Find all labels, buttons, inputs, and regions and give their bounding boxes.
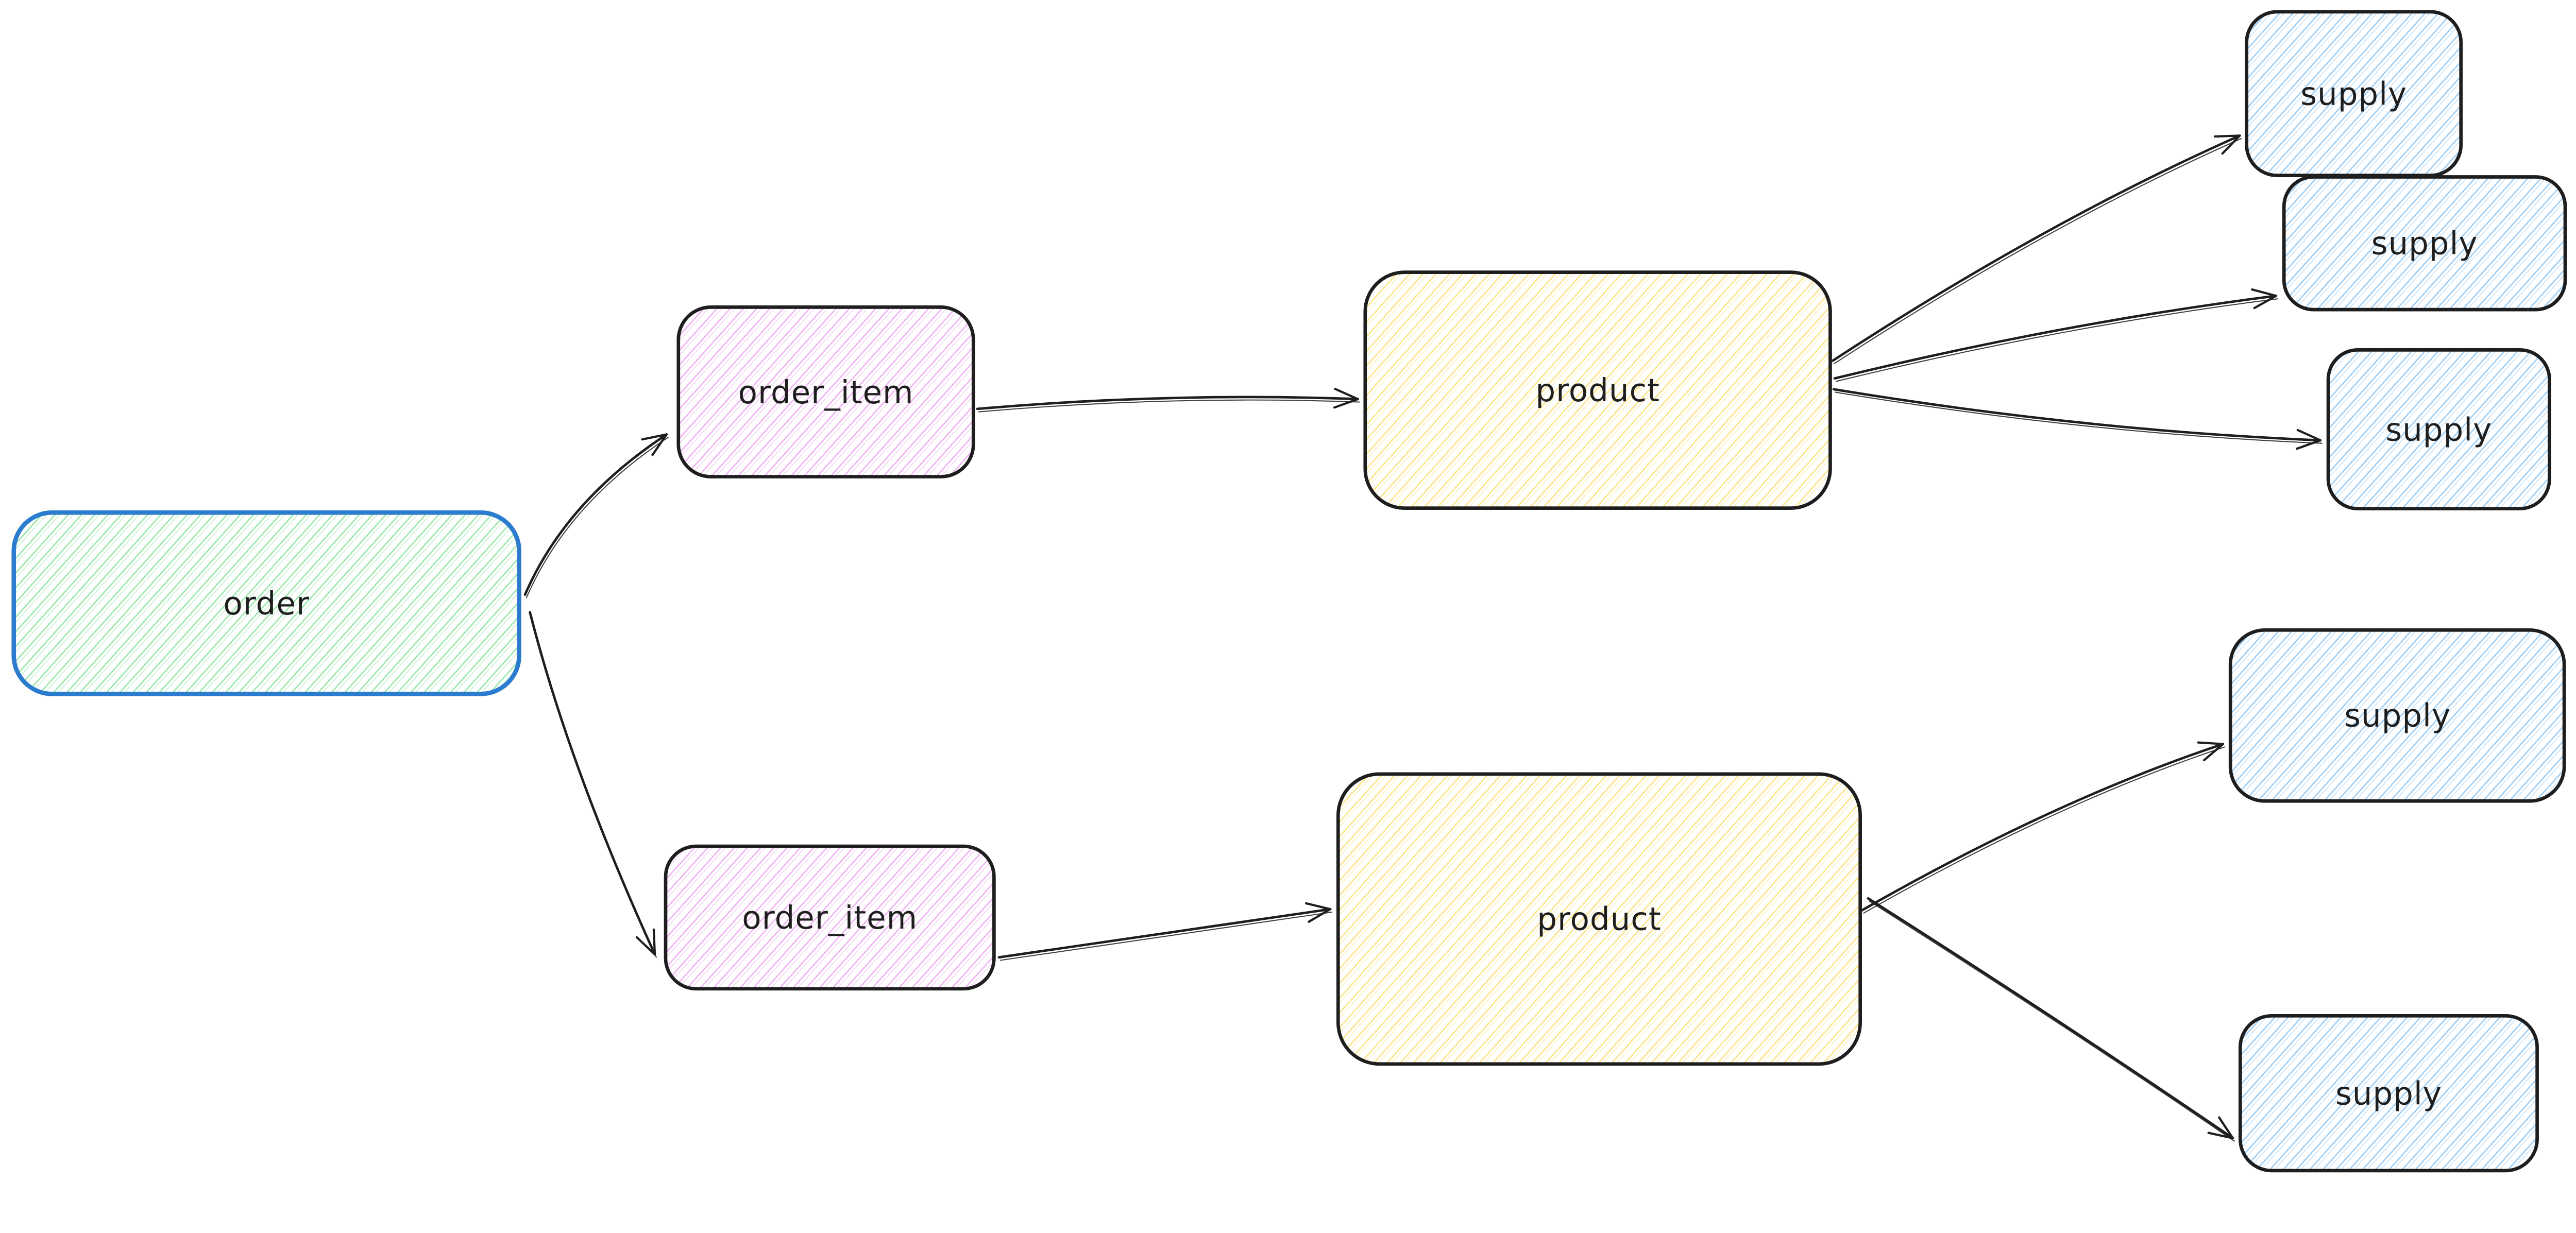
node-product-2[interactable]: product [1336, 772, 1862, 1066]
node-order-item-1[interactable]: order_item [676, 305, 975, 478]
node-order-item-1-label: order_item [738, 374, 914, 411]
node-order-label: order [223, 586, 310, 622]
node-product-1-label: product [1535, 372, 1659, 409]
node-order[interactable]: order [11, 510, 521, 696]
edges-layer [523, 134, 2323, 1142]
nodes-layer: order order_item order_item product prod… [11, 10, 2567, 1173]
edge-order-item-2-to-product-2-echo [999, 911, 1332, 961]
node-supply-3-label: supply [2385, 412, 2492, 448]
node-supply-5[interactable]: supply [2238, 1014, 2539, 1173]
node-order-item-2-shape [664, 844, 996, 991]
node-supply-5-shape [2238, 1014, 2539, 1173]
node-supply-5-label: supply [2335, 1075, 2442, 1112]
node-supply-2-shape [2282, 175, 2567, 312]
edge-product-1-to-supply-3[interactable] [1832, 388, 2322, 450]
node-supply-2[interactable]: supply [2282, 175, 2567, 312]
edge-product-2-to-supply-5[interactable] [1867, 897, 2234, 1140]
edge-product-1-to-supply-2[interactable] [1833, 288, 2278, 380]
node-product-1-shape [1363, 270, 1832, 510]
node-supply-3[interactable]: supply [2326, 348, 2551, 510]
edge-product-1-to-supply-1[interactable] [1831, 134, 2241, 362]
edge-product-1-to-supply-1-echo [1834, 138, 2242, 365]
node-supply-4[interactable]: supply [2228, 628, 2566, 803]
edge-product-1-to-supply-3-echo [1834, 391, 2323, 444]
node-supply-2-label: supply [2371, 226, 2478, 262]
node-supply-4-shape [2228, 628, 2566, 803]
edge-order-to-order-item-2-echo [531, 614, 657, 958]
edge-product-2-to-supply-5-echo [1869, 900, 2235, 1142]
edge-order-to-order-item-2[interactable] [529, 611, 656, 956]
edge-order-item-2-to-product-2[interactable] [997, 902, 1332, 959]
edge-order-to-order-item-1[interactable] [523, 433, 668, 596]
edge-order-item-1-to-product-1[interactable] [976, 387, 1359, 410]
edge-order-to-order-item-1-echo [526, 437, 669, 598]
node-product-2-shape [1336, 772, 1862, 1066]
node-supply-1[interactable]: supply [2245, 10, 2463, 177]
node-supply-3-shape [2326, 348, 2551, 510]
edge-product-1-to-supply-2-echo [1835, 298, 2278, 382]
node-product-2-label: product [1537, 901, 1661, 938]
edge-order-item-1-to-product-1-echo [978, 399, 1360, 413]
node-product-1[interactable]: product [1363, 270, 1832, 510]
edge-product-2-to-supply-4-echo [1863, 746, 2225, 914]
node-supply-1-label: supply [2300, 76, 2407, 113]
node-order-shape [11, 510, 521, 696]
node-order-item-1-shape [676, 305, 975, 478]
edge-product-2-to-supply-4[interactable] [1861, 741, 2225, 912]
node-order-item-2-label: order_item [742, 900, 918, 936]
diagram-page: order order_item order_item product prod… [0, 0, 2576, 1177]
diagram-canvas[interactable]: order order_item order_item product prod… [0, 0, 2576, 1177]
node-supply-4-label: supply [2344, 698, 2451, 734]
node-order-item-2[interactable]: order_item [664, 844, 996, 991]
